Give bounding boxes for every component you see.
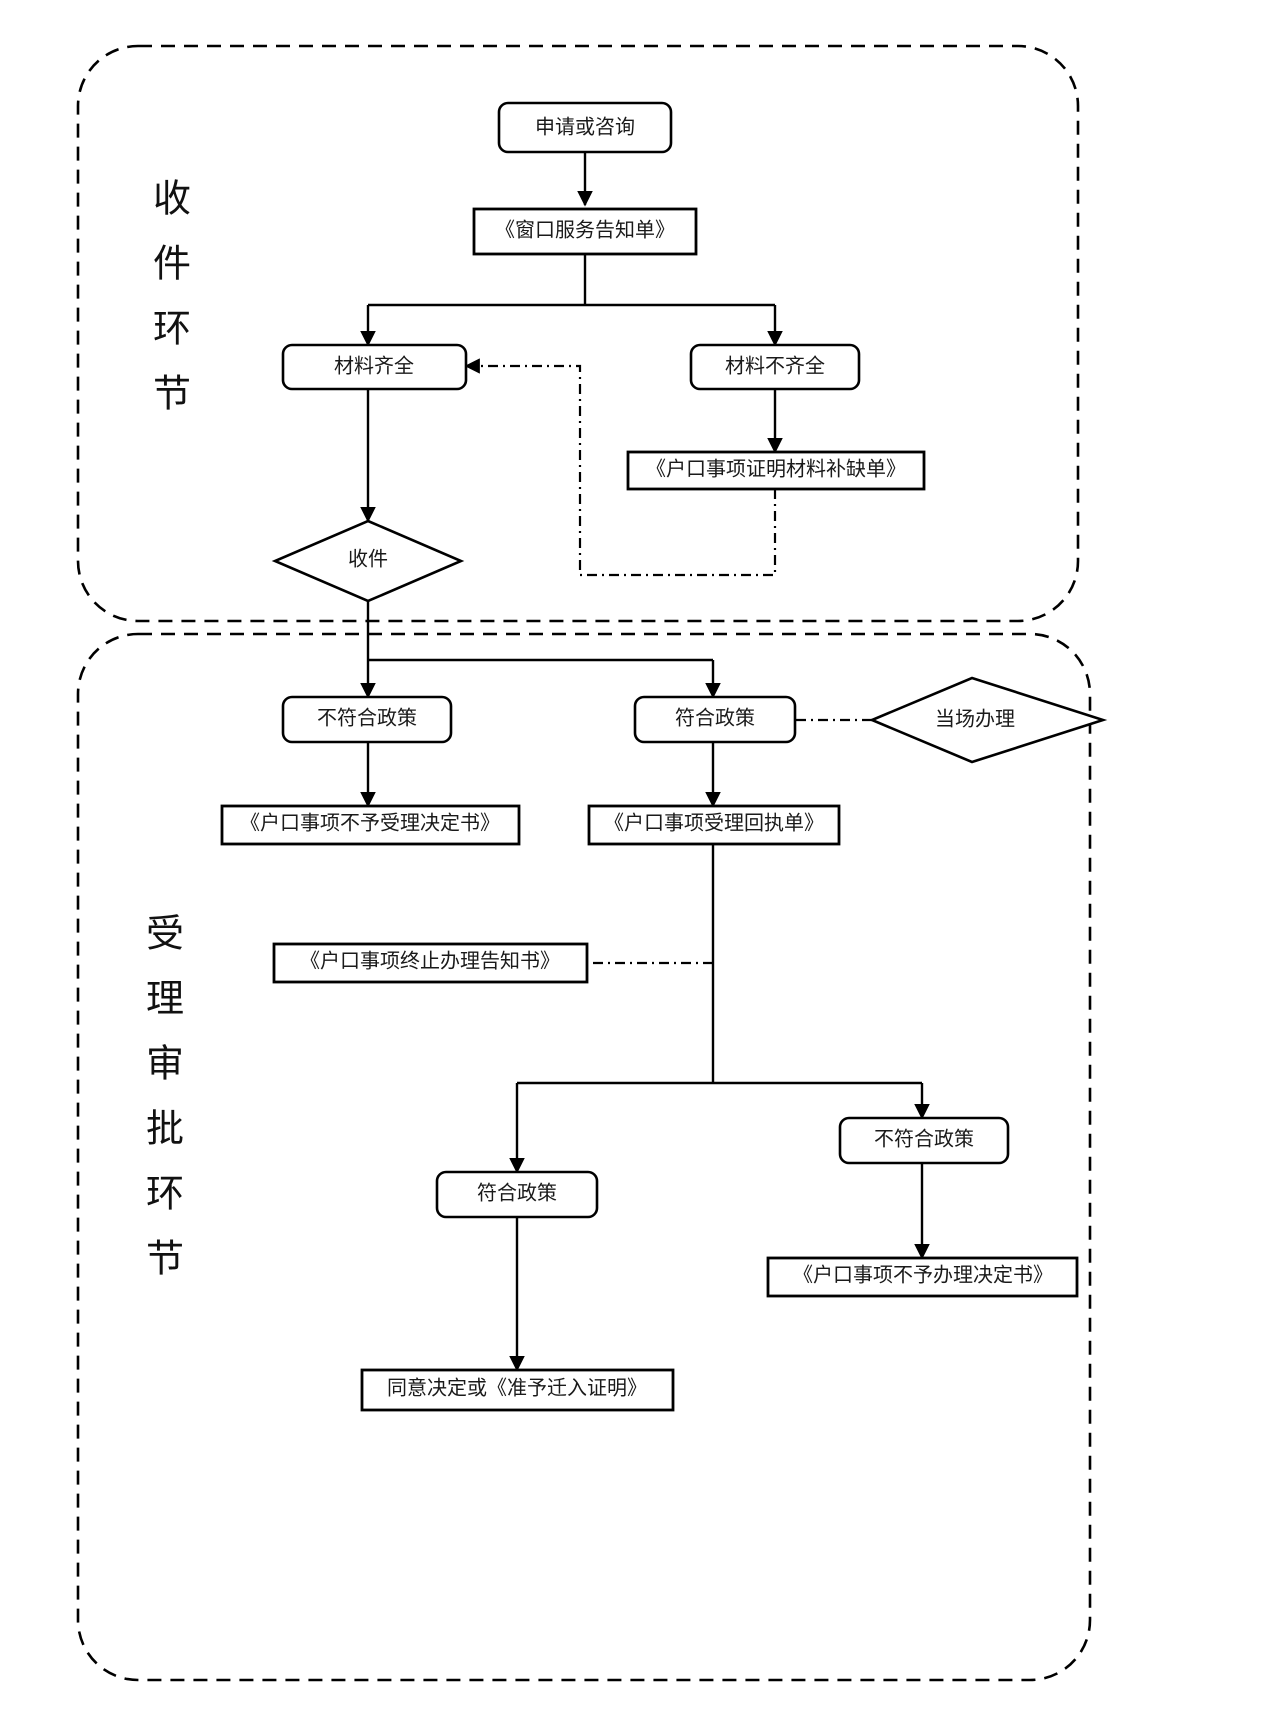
node-materials-complete-label: 材料齐全 bbox=[334, 355, 414, 378]
node-reject-acceptance-decision-shape[interactable] bbox=[220, 804, 521, 846]
stage-intake-char-0: 收 bbox=[153, 179, 191, 221]
node-approval-or-permit-label: 同意决定或《准予迁入证明》 bbox=[387, 1377, 647, 1400]
node-apply-or-consult-shape[interactable] bbox=[497, 101, 673, 154]
stage-review-char-3: 批 bbox=[146, 1109, 184, 1151]
stage-review-char-0: 受 bbox=[146, 914, 184, 956]
node-receive-diamond[interactable]: 收件 bbox=[271, 519, 465, 603]
node-window-service-notice-shape[interactable] bbox=[472, 207, 698, 256]
node-onsite-handling-diamond-shape[interactable] bbox=[868, 676, 1108, 764]
node-supplement-form[interactable]: 《户口事项证明材料补缺单》 bbox=[626, 450, 926, 491]
node-conform-policy-2[interactable]: 符合政策 bbox=[435, 1170, 599, 1219]
node-acceptance-receipt-shape[interactable] bbox=[587, 804, 841, 846]
node-supplement-form-label: 《户口事项证明材料补缺单》 bbox=[646, 458, 906, 481]
node-reject-handling-decision-shape[interactable] bbox=[766, 1256, 1079, 1298]
node-reject-handling-decision[interactable]: 《户口事项不予办理决定书》 bbox=[766, 1256, 1079, 1298]
node-conform-policy-1-shape[interactable] bbox=[633, 695, 797, 744]
node-not-conform-policy-2-label: 不符合政策 bbox=[874, 1128, 974, 1151]
stage-intake-char-1: 件 bbox=[153, 244, 191, 286]
stage-review-char-4: 环 bbox=[146, 1174, 184, 1216]
stage-label-review: 受 理 审 批 环 节 bbox=[146, 914, 184, 1281]
stage-container-intake bbox=[76, 44, 1080, 623]
node-conform-policy-1-label: 符合政策 bbox=[675, 707, 755, 730]
node-supplement-form-shape[interactable] bbox=[626, 450, 926, 491]
node-acceptance-receipt-label: 《户口事项受理回执单》 bbox=[604, 812, 824, 835]
stage-label-intake: 收 件 环 节 bbox=[153, 179, 191, 416]
node-reject-acceptance-decision[interactable]: 《户口事项不予受理决定书》 bbox=[220, 804, 521, 846]
node-materials-incomplete-label: 材料不齐全 bbox=[725, 355, 825, 378]
node-apply-or-consult-label: 申请或咨询 bbox=[535, 116, 635, 139]
node-not-conform-policy-2[interactable]: 不符合政策 bbox=[838, 1116, 1010, 1165]
node-receive-diamond-label: 收件 bbox=[348, 548, 388, 571]
node-reject-handling-decision-label: 《户口事项不予办理决定书》 bbox=[793, 1264, 1053, 1287]
node-approval-or-permit[interactable]: 同意决定或《准予迁入证明》 bbox=[360, 1368, 675, 1412]
node-onsite-handling-diamond-label: 当场办理 bbox=[935, 708, 1015, 731]
node-materials-incomplete[interactable]: 材料不齐全 bbox=[689, 343, 861, 391]
node-receive-diamond-shape[interactable] bbox=[271, 519, 465, 603]
node-acceptance-receipt[interactable]: 《户口事项受理回执单》 bbox=[587, 804, 841, 846]
stage-review-char-2: 审 bbox=[146, 1044, 184, 1086]
node-termination-notice-shape[interactable] bbox=[272, 942, 589, 984]
stage-review-char-1: 理 bbox=[146, 979, 184, 1021]
stage-container-review bbox=[76, 632, 1092, 1682]
node-reject-acceptance-decision-label: 《户口事项不予受理决定书》 bbox=[240, 812, 500, 835]
node-conform-policy-2-shape[interactable] bbox=[435, 1170, 599, 1219]
stage-intake-char-2: 环 bbox=[153, 309, 191, 351]
node-materials-incomplete-shape[interactable] bbox=[689, 343, 861, 391]
node-not-conform-policy-1-shape[interactable] bbox=[281, 695, 453, 744]
node-onsite-handling-diamond[interactable]: 当场办理 bbox=[868, 676, 1108, 764]
stage-intake-char-3: 节 bbox=[153, 374, 191, 416]
stage-review-char-5: 节 bbox=[146, 1239, 184, 1281]
node-not-conform-policy-1-label: 不符合政策 bbox=[317, 707, 417, 730]
node-window-service-notice[interactable]: 《窗口服务告知单》 bbox=[472, 207, 698, 256]
node-termination-notice-label: 《户口事项终止办理告知书》 bbox=[300, 950, 560, 973]
node-approval-or-permit-shape[interactable] bbox=[360, 1368, 675, 1412]
node-not-conform-policy-2-shape[interactable] bbox=[838, 1116, 1010, 1165]
node-materials-complete[interactable]: 材料齐全 bbox=[281, 343, 468, 391]
node-materials-complete-shape[interactable] bbox=[281, 343, 468, 391]
edge-supplement-back-to-complete bbox=[464, 358, 777, 577]
node-not-conform-policy-1[interactable]: 不符合政策 bbox=[281, 695, 453, 744]
node-window-service-notice-label: 《窗口服务告知单》 bbox=[495, 219, 675, 242]
node-apply-or-consult[interactable]: 申请或咨询 bbox=[497, 101, 673, 154]
node-conform-policy-2-label: 符合政策 bbox=[477, 1182, 557, 1205]
node-termination-notice[interactable]: 《户口事项终止办理告知书》 bbox=[272, 942, 589, 984]
node-conform-policy-1[interactable]: 符合政策 bbox=[633, 695, 797, 744]
